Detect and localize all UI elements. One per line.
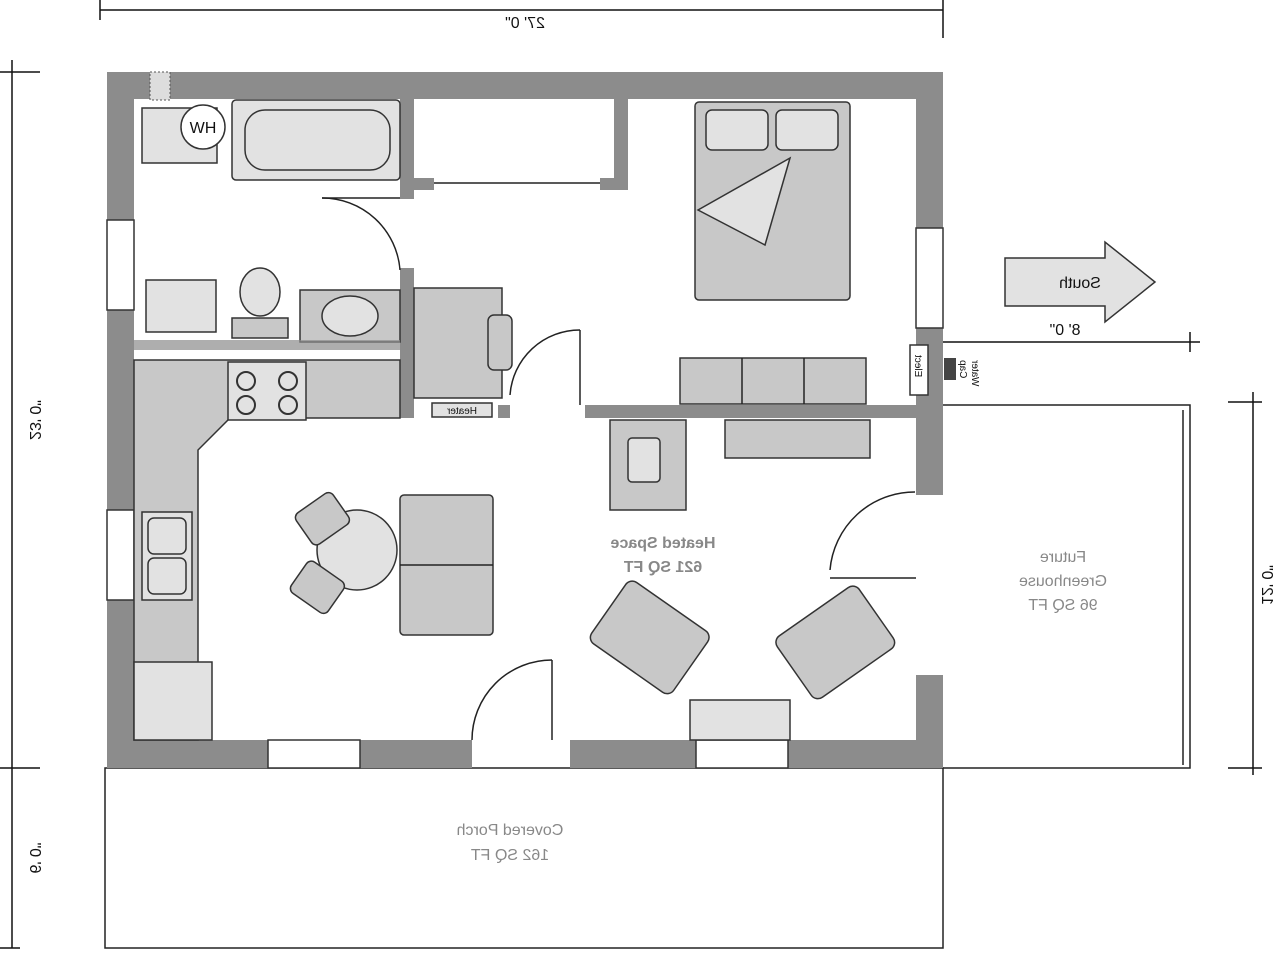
bathroom-sink <box>321 295 379 337</box>
elect-label: Elect <box>912 355 923 377</box>
window <box>106 509 135 601</box>
dining-chair <box>289 560 346 615</box>
cap-label: Cap <box>957 360 968 379</box>
compass-label: South <box>1059 275 1101 292</box>
armchair <box>589 580 710 695</box>
heater <box>431 402 493 418</box>
greenhouse-area: 96 SQ FT <box>1028 597 1098 614</box>
porch-area: 162 SQ FT <box>471 847 549 864</box>
toilet <box>239 267 281 317</box>
wood-stove <box>627 437 661 483</box>
desk-chair <box>487 314 513 371</box>
pillow <box>775 109 839 151</box>
dim-offset-label: 8' 0" <box>1050 322 1081 339</box>
greenhouse <box>943 404 1191 769</box>
electric-panel <box>909 344 929 396</box>
heated-space-label: Heated Space <box>610 535 715 552</box>
heater-label: Heater <box>446 406 477 417</box>
vent <box>149 71 171 101</box>
dimension-width: 27' 0" <box>99 0 944 38</box>
dim-width-label: 27' 0" <box>505 15 545 32</box>
heated-space-area: 621 SQ FT <box>624 559 702 576</box>
window <box>106 219 135 311</box>
dresser <box>679 357 867 405</box>
armchair <box>775 585 896 700</box>
water-label: Water <box>969 359 980 386</box>
covered-porch <box>104 767 944 949</box>
water-cap <box>944 358 956 380</box>
tv-console <box>724 419 871 459</box>
stove <box>227 361 307 421</box>
water-heater-label: HW <box>189 120 217 137</box>
window <box>267 739 361 769</box>
south-arrow <box>1004 240 1157 324</box>
dining-chair <box>294 491 351 546</box>
refrigerator <box>133 661 213 741</box>
water-heater <box>180 104 226 150</box>
toilet-tank <box>231 317 289 339</box>
dimension-depth: 23' 0" 6' 0" <box>0 60 43 949</box>
window <box>915 227 944 329</box>
porch-label: Covered Porch <box>457 822 564 839</box>
doors <box>321 182 916 741</box>
dim-greenhouse-label: 12' 0" <box>1258 565 1275 605</box>
dim-porch-label: 6' 0" <box>26 843 43 874</box>
pillow <box>705 109 769 151</box>
dryer <box>145 279 217 333</box>
dimension-greenhouse: 8' 0" 12' 0" <box>943 322 1275 775</box>
dim-depth-label: 23' 0" <box>26 400 43 440</box>
greenhouse-label-2: Greenhouse <box>1019 573 1107 590</box>
ottoman <box>689 699 791 741</box>
window <box>695 739 789 769</box>
greenhouse-label: Future <box>1040 549 1086 566</box>
